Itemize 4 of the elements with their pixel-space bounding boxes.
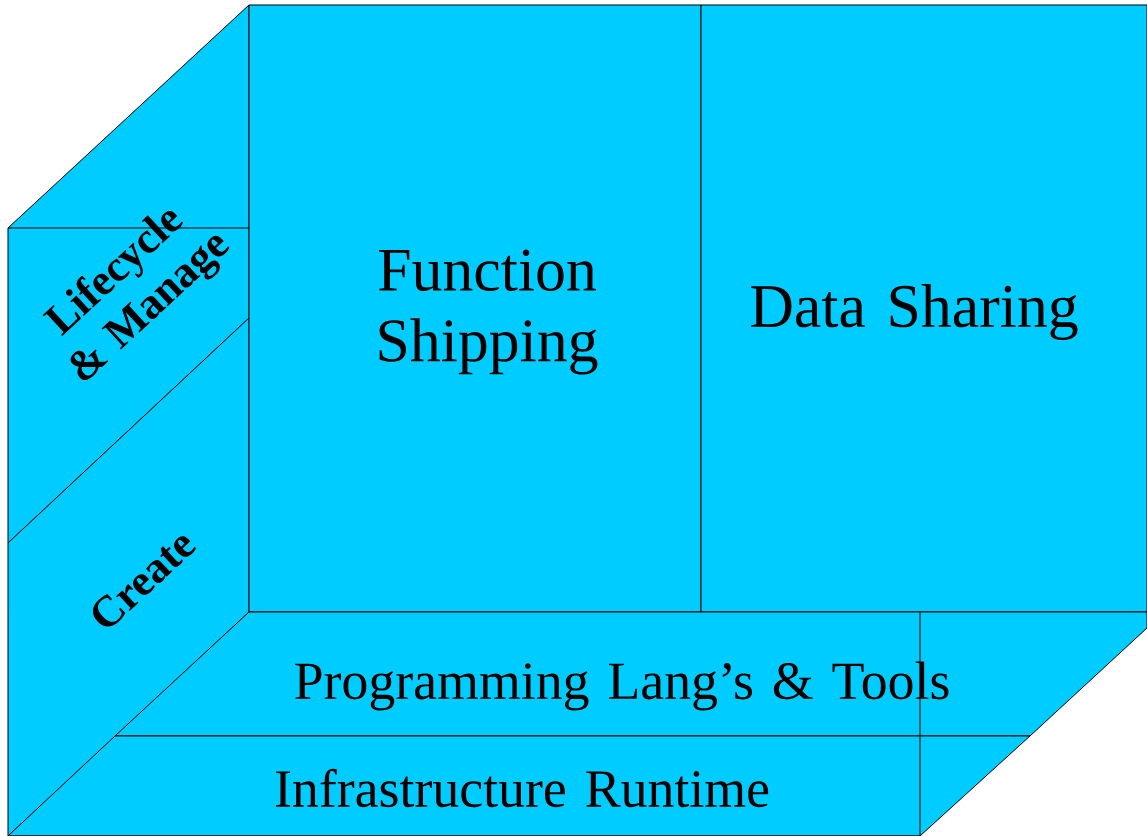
- panel-label: Programming Lang’s & Tools: [295, 661, 949, 711]
- panel-label: Infrastructure Runtime: [275, 768, 769, 808]
- panel-label: Function Shipping: [378, 249, 598, 375]
- panel-label: Data Sharing: [751, 283, 1078, 341]
